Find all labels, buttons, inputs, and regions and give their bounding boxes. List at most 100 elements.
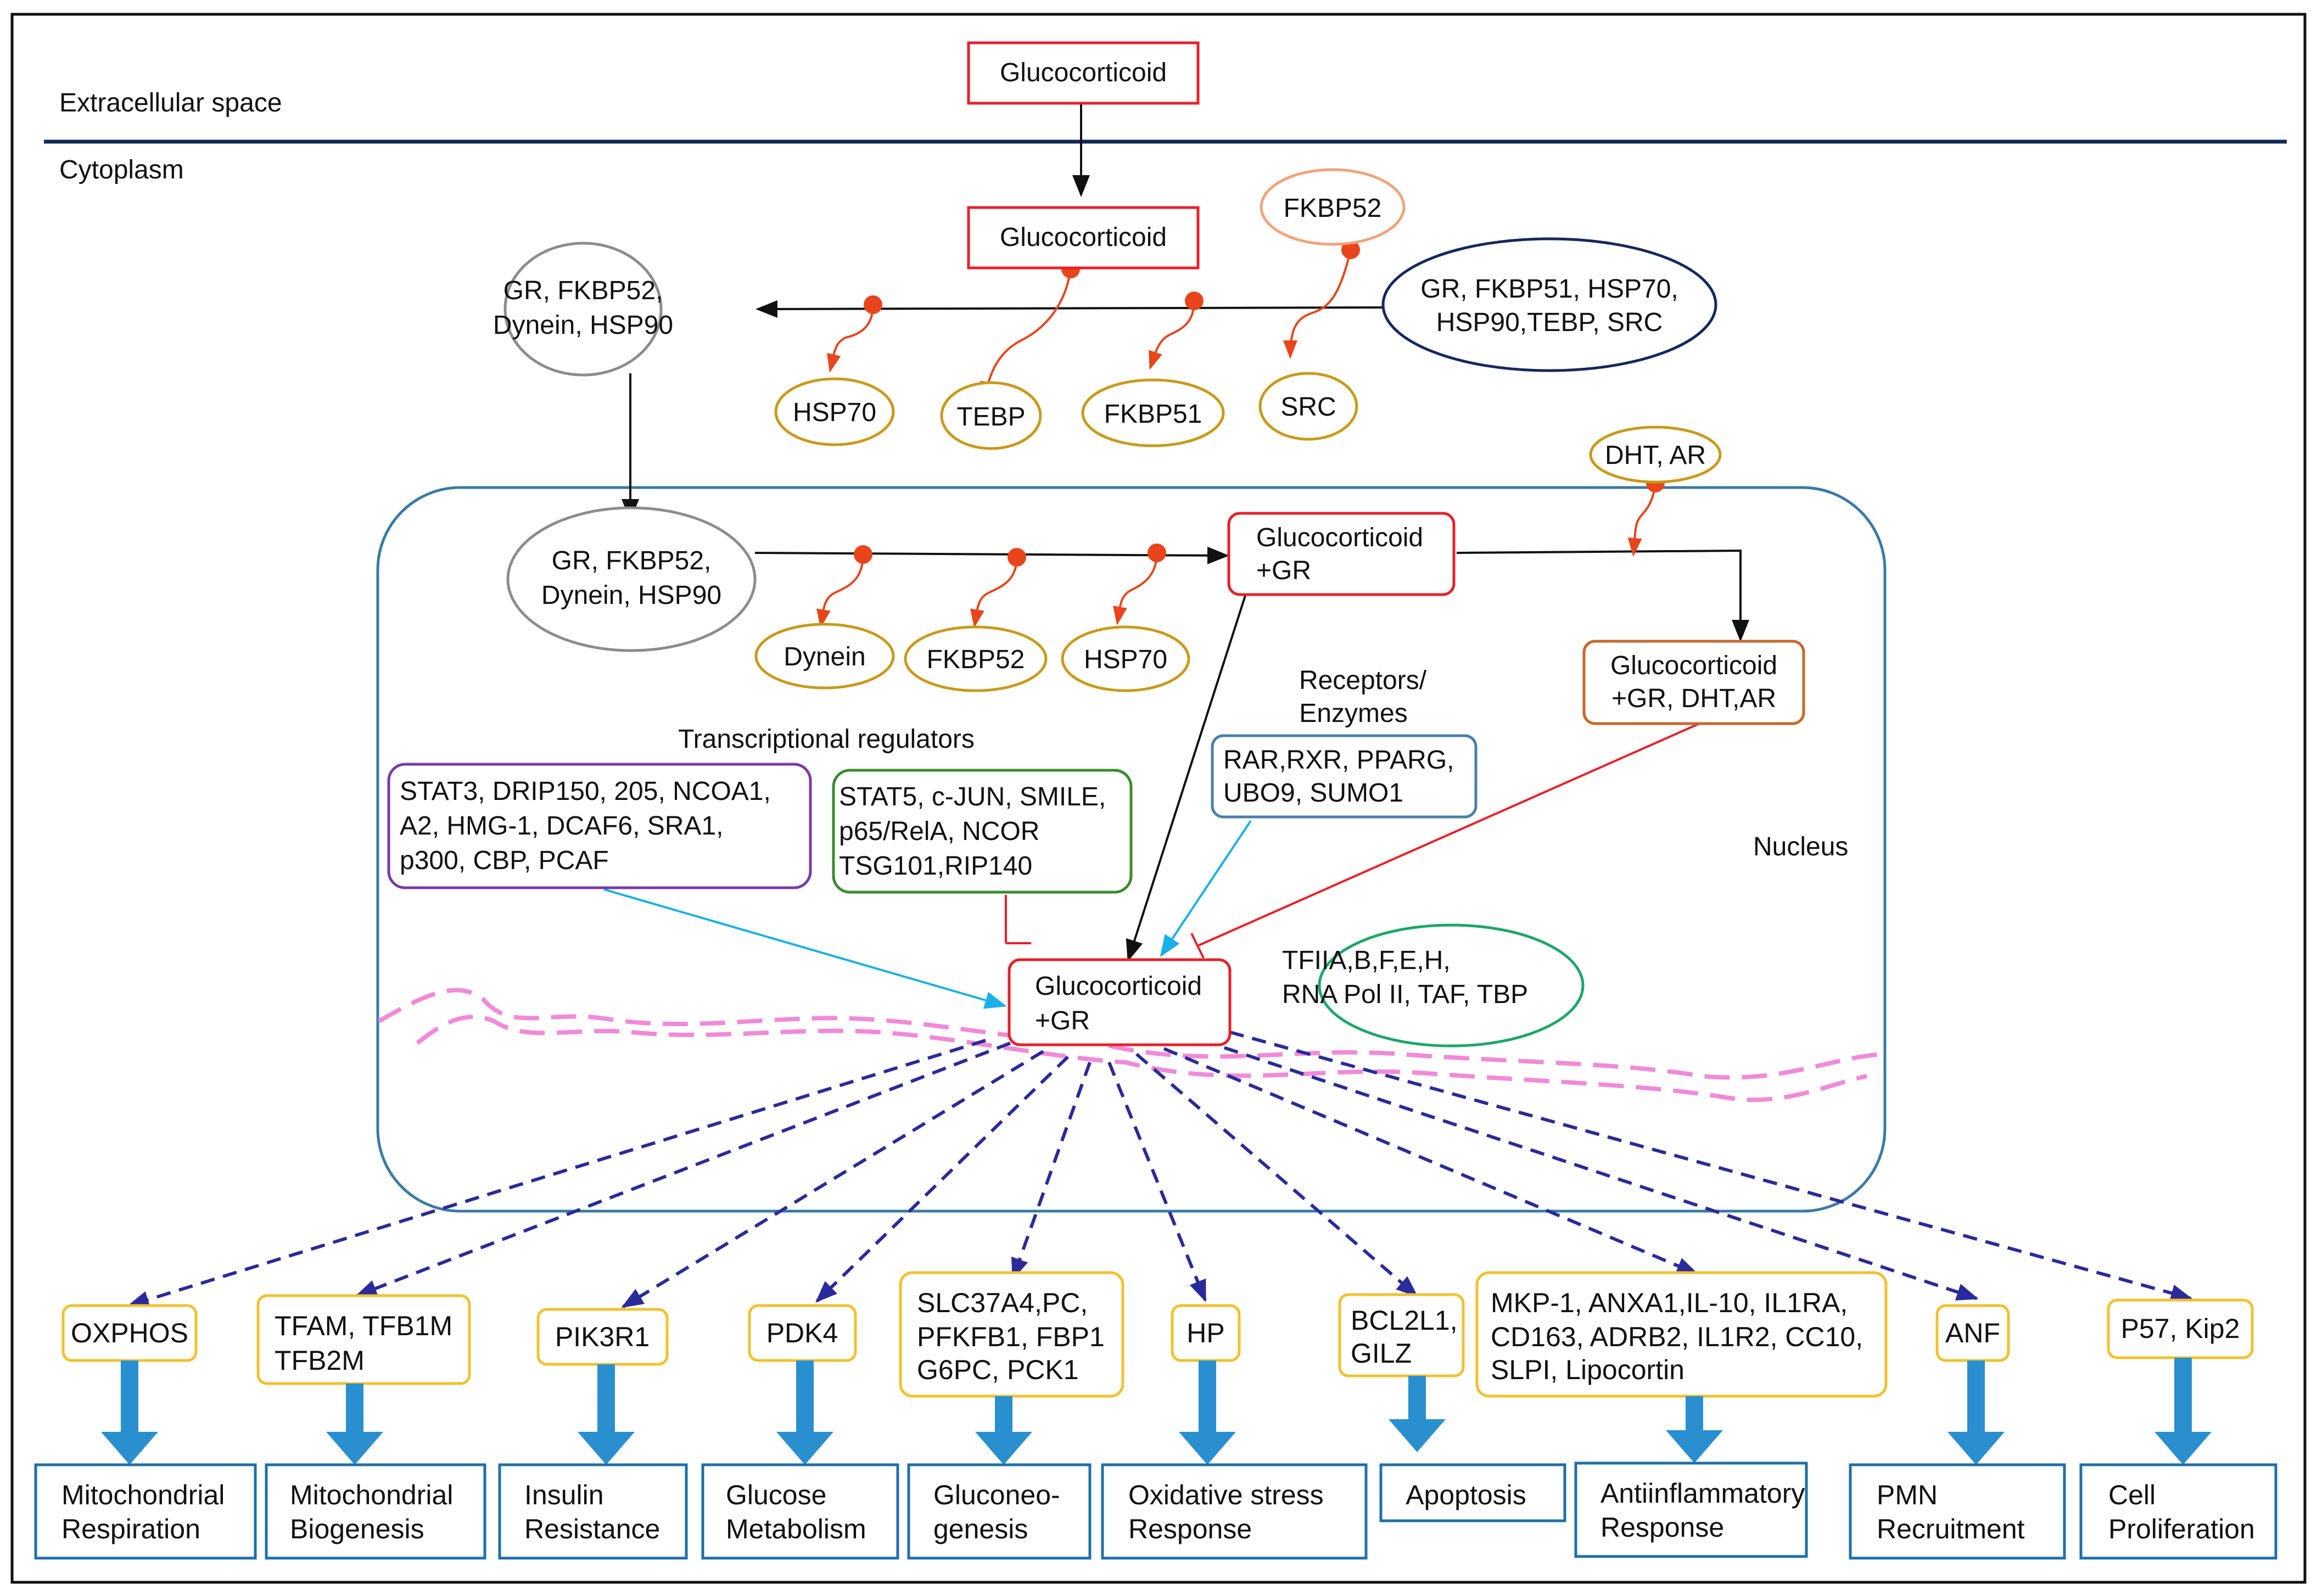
svg-text:FKBP52: FKBP52 bbox=[1284, 194, 1382, 223]
svg-text:Resistance: Resistance bbox=[524, 1514, 660, 1544]
svg-text:Receptors/: Receptors/ bbox=[1299, 666, 1427, 695]
node-gc-gr-dna: Glucocorticoid +GR bbox=[1008, 958, 1232, 1046]
node-glucocorticoid-cytoplasm: Glucocorticoid bbox=[967, 206, 1200, 270]
node-basal-machinery: TFIIA,B,F,E,H, RNA Pol II, TAF, TBP bbox=[1282, 923, 1585, 1048]
svg-text:Glucocorticoid: Glucocorticoid bbox=[1000, 223, 1167, 252]
svg-text:+GR: +GR bbox=[1256, 556, 1311, 585]
svg-text:TFIIA,B,F,E,H,: TFIIA,B,F,E,H, bbox=[1282, 946, 1451, 975]
node-fkbp52-cytoplasm: FKBP52 bbox=[1260, 168, 1406, 246]
svg-text:+GR: +GR bbox=[1035, 1006, 1090, 1035]
node-dht-ar: DHT, AR bbox=[1589, 425, 1722, 484]
node-released-hsp70: HSP70 bbox=[774, 377, 895, 446]
svg-text:Dynein, HSP90: Dynein, HSP90 bbox=[541, 581, 721, 610]
svg-text:Gluconeo-: Gluconeo- bbox=[933, 1480, 1060, 1510]
svg-text:Biogenesis: Biogenesis bbox=[290, 1514, 424, 1544]
label-receptors-enzymes: Receptors/ Enzymes bbox=[1299, 666, 1427, 728]
svg-text:TSG101,RIP140: TSG101,RIP140 bbox=[839, 852, 1032, 881]
svg-text:RAR,RXR, PPARG,: RAR,RXR, PPARG, bbox=[1223, 746, 1454, 775]
svg-text:Mitochondrial: Mitochondrial bbox=[290, 1480, 453, 1510]
cytoplasm-release-arrows bbox=[827, 249, 1352, 400]
svg-text:GR, FKBP52,: GR, FKBP52, bbox=[552, 546, 712, 575]
svg-text:Glucose: Glucose bbox=[726, 1480, 826, 1510]
target-oxphos: OXPHOS Mitochondrial Respiration bbox=[34, 1304, 257, 1560]
target-pdk4: PDK4 Glucose Metabolism bbox=[701, 1304, 899, 1560]
svg-text:TFAM, TFB1M: TFAM, TFB1M bbox=[275, 1311, 452, 1341]
node-released-fkbp51: FKBP51 bbox=[1081, 378, 1225, 447]
arrow-gcgr-to-dna bbox=[1126, 595, 1246, 962]
svg-text:Proliferation: Proliferation bbox=[2108, 1514, 2255, 1544]
target-antiinflammatory-genes: MKP-1, ANXA1,IL-10, IL1RA, CD163, ADRB2,… bbox=[1475, 1271, 1888, 1558]
activation-receptors bbox=[1160, 820, 1252, 957]
svg-text:MKP-1, ANXA1,IL-10, IL1RA,: MKP-1, ANXA1,IL-10, IL1RA, bbox=[1491, 1287, 1848, 1318]
region-extracellular-label: Extracellular space bbox=[59, 88, 282, 117]
svg-text:Respiration: Respiration bbox=[61, 1514, 200, 1544]
svg-text:P57, Kip2: P57, Kip2 bbox=[2121, 1313, 2240, 1344]
node-glucocorticoid-extracellular: Glucocorticoid bbox=[967, 41, 1200, 105]
node-gc-gr-nucleus: Glucocorticoid +GR bbox=[1227, 512, 1456, 596]
svg-text:GR, FKBP52,: GR, FKBP52, bbox=[503, 276, 663, 305]
node-nucleus-complex: GR, FKBP52, Dynein, HSP90 bbox=[506, 506, 757, 652]
svg-text:SRC: SRC bbox=[1280, 393, 1336, 422]
svg-text:Cell: Cell bbox=[2108, 1480, 2156, 1510]
svg-text:DHT, AR: DHT, AR bbox=[1605, 441, 1706, 470]
svg-text:genesis: genesis bbox=[933, 1514, 1028, 1544]
svg-text:FKBP52: FKBP52 bbox=[927, 645, 1025, 674]
target-bcl2l1-gilz: BCL2L1, GILZ Apoptosis bbox=[1338, 1293, 1566, 1522]
svg-text:OXPHOS: OXPHOS bbox=[71, 1318, 188, 1348]
transcription-arrows bbox=[127, 1031, 2193, 1308]
svg-text:Glucocorticoid: Glucocorticoid bbox=[1610, 651, 1777, 680]
svg-text:HSP70: HSP70 bbox=[793, 398, 876, 427]
node-released-hsp70-nucleus: HSP70 bbox=[1061, 625, 1190, 692]
svg-text:Response: Response bbox=[1128, 1514, 1252, 1544]
svg-text:p65/RelA, NCOR: p65/RelA, NCOR bbox=[839, 817, 1039, 846]
arrow-gcgr-to-dht bbox=[1456, 549, 1749, 642]
svg-text:Enzymes: Enzymes bbox=[1299, 699, 1407, 728]
region-cytoplasm-label: Cytoplasm bbox=[59, 155, 184, 184]
svg-text:UBO9, SUMO1: UBO9, SUMO1 bbox=[1223, 779, 1403, 808]
nucleus-boundary bbox=[376, 486, 1887, 1213]
arrow-to-cyto-complex bbox=[755, 300, 1384, 318]
svg-text:GR, FKBP51, HSP70,: GR, FKBP51, HSP70, bbox=[1420, 275, 1678, 304]
node-cytoplasm-complex-left: GR, FKBP52, Dynein, HSP90 bbox=[493, 242, 673, 377]
node-released-tebp: TEBP bbox=[940, 381, 1042, 450]
cytoplasm-release-dots bbox=[864, 240, 1360, 314]
nucleus-release-arrows bbox=[816, 483, 1656, 628]
svg-text:Dynein, HSP90: Dynein, HSP90 bbox=[493, 311, 673, 340]
svg-text:STAT5, c-JUN, SMILE,: STAT5, c-JUN, SMILE, bbox=[839, 782, 1106, 811]
svg-text:PMN: PMN bbox=[1877, 1480, 1938, 1510]
svg-text:SLC37A4,PC,: SLC37A4,PC, bbox=[917, 1287, 1088, 1318]
svg-text:Mitochondrial: Mitochondrial bbox=[61, 1480, 225, 1510]
target-gluconeogenesis-genes: SLC37A4,PC, PFKFB1, FBP1 G6PC, PCK1 Gluc… bbox=[899, 1271, 1124, 1560]
node-released-src: SRC bbox=[1258, 372, 1358, 441]
target-p57-kip2: P57, Kip2 Cell Proliferation bbox=[2079, 1298, 2277, 1560]
target-hp: HP Oxidative stress Response bbox=[1101, 1304, 1368, 1560]
svg-text:+GR, DHT,AR: +GR, DHT,AR bbox=[1611, 684, 1776, 713]
target-pik3r1: PIK3R1 Insulin Resistance bbox=[498, 1308, 688, 1560]
node-gc-gr-dht-ar: Glucocorticoid +GR, DHT,AR bbox=[1582, 640, 1805, 725]
svg-text:Glucocorticoid: Glucocorticoid bbox=[1256, 523, 1423, 552]
svg-text:PFKFB1, FBP1: PFKFB1, FBP1 bbox=[917, 1321, 1105, 1352]
svg-text:SLPI, Lipocortin: SLPI, Lipocortin bbox=[1491, 1354, 1684, 1385]
node-released-fkbp52: FKBP52 bbox=[904, 625, 1048, 692]
node-corepressors: STAT5, c-JUN, SMILE, p65/RelA, NCOR TSG1… bbox=[832, 769, 1133, 894]
svg-text:Response: Response bbox=[1600, 1512, 1724, 1543]
node-cytoplasm-complex-right: GR, FKBP51, HSP70, HSP90,TEBP, SRC bbox=[1381, 237, 1717, 372]
svg-text:CD163, ADRB2, IL1R2, CC10,: CD163, ADRB2, IL1R2, CC10, bbox=[1491, 1321, 1863, 1352]
svg-text:PDK4: PDK4 bbox=[766, 1318, 838, 1348]
svg-text:Antiinflammatory: Antiinflammatory bbox=[1600, 1478, 1805, 1509]
node-receptors-enzymes: RAR,RXR, PPARG, UBO9, SUMO1 bbox=[1211, 734, 1477, 819]
svg-text:Recruitment: Recruitment bbox=[1877, 1514, 2025, 1544]
svg-text:HSP90,TEBP, SRC: HSP90,TEBP, SRC bbox=[1436, 308, 1663, 337]
target-tfam: TFAM, TFB1M TFB2M Mitochondrial Biogenes… bbox=[256, 1294, 486, 1560]
svg-text:ANF: ANF bbox=[1945, 1318, 2000, 1348]
inhibition-corepressors bbox=[1005, 895, 1031, 944]
activation-coactivators bbox=[603, 888, 1007, 1009]
node-released-dynein: Dynein bbox=[754, 623, 895, 690]
svg-text:RNA Pol II, TAF, TBP: RNA Pol II, TAF, TBP bbox=[1282, 980, 1528, 1009]
svg-text:BCL2L1,: BCL2L1, bbox=[1351, 1305, 1458, 1336]
svg-text:G6PC, PCK1: G6PC, PCK1 bbox=[917, 1354, 1079, 1385]
svg-text:Metabolism: Metabolism bbox=[726, 1514, 866, 1544]
svg-text:Dynein: Dynein bbox=[783, 642, 865, 671]
label-transcriptional-regulators: Transcriptional regulators bbox=[678, 725, 975, 754]
